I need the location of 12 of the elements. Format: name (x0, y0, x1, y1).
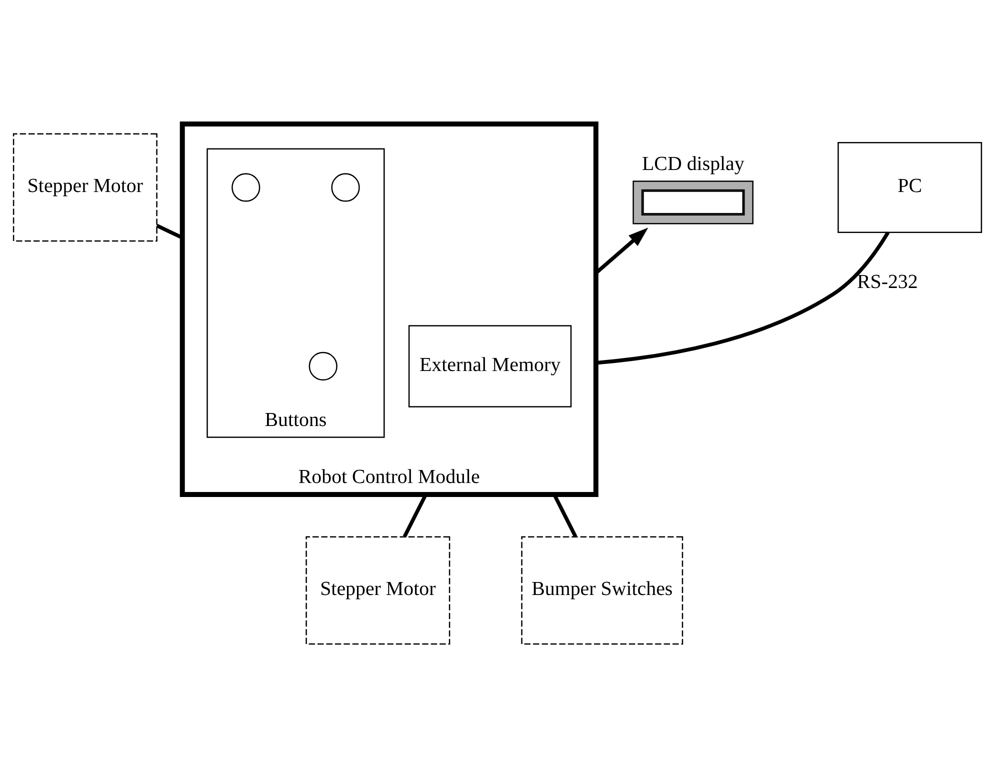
cluster: Buttons (206, 148, 385, 438)
connector (596, 232, 890, 365)
node-label: LCD display (642, 152, 744, 175)
node-box: Bumper Switches (521, 536, 684, 645)
node-circle (331, 173, 360, 202)
node-circle (232, 173, 260, 202)
node-box: External Memory (408, 325, 572, 408)
node-box: Stepper Motor (12, 133, 158, 242)
node-box: Stepper Motor (306, 536, 450, 645)
node-box: PC (838, 142, 982, 233)
edge-label: RS-232 (856, 271, 918, 294)
node-circle (308, 352, 338, 381)
